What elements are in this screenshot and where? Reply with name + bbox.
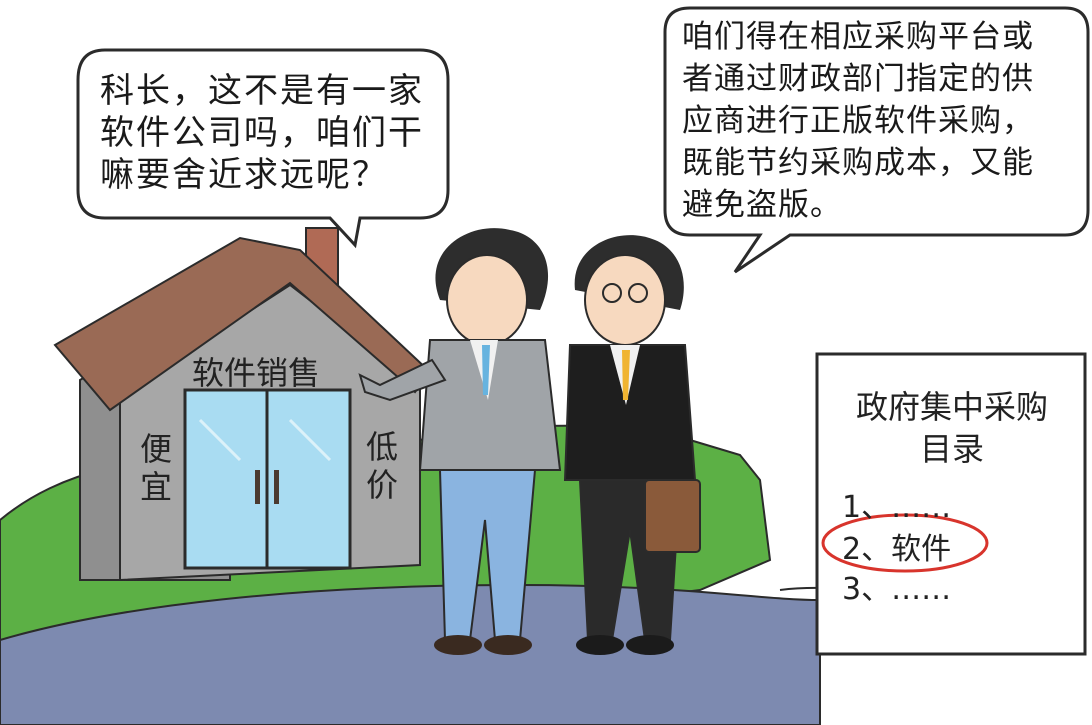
staff-man (358, 228, 562, 655)
left-speech-line-1: 科长，这不是有一家 (100, 71, 424, 111)
catalog-item-text: …… (891, 490, 952, 525)
left-banner-char-2: 宜 (139, 468, 172, 506)
right-speech-text: 咱们得在相应采购平台或 者通过财政部门指定的供 应商进行正版软件采购， 既能节约… (682, 16, 1034, 226)
catalog-title-line-1: 政府集中采购 (855, 388, 1048, 426)
catalog-item-number: 2、 (842, 532, 892, 567)
right-speech-line-5: 避免盗版。 (682, 187, 842, 223)
left-banner-cheap: 便 宜 (136, 430, 176, 506)
catalog-item-number: 3、 (842, 572, 892, 607)
right-speech-line-3: 应商进行正版软件采购， (682, 103, 1034, 139)
left-banner-char-1: 便 (139, 430, 172, 468)
right-banner-low-price: 低 价 (362, 428, 402, 504)
catalog-item-3: 3、…… (842, 564, 951, 608)
right-speech-bubble-shape (663, 6, 1090, 274)
shop-sign: 软件销售 (192, 354, 321, 392)
catalog-item-text: …… (891, 572, 952, 607)
right-banner-char-1: 低 (365, 428, 398, 466)
catalog-item-2: 2、软件 (842, 524, 951, 568)
section-chief-man (563, 235, 701, 655)
right-speech-line-1: 咱们得在相应采购平台或 (682, 19, 1034, 55)
catalog-item-1: 1、…… (842, 482, 951, 526)
catalog-board (815, 352, 1087, 656)
catalog-item-number: 1、 (842, 490, 892, 525)
left-speech-line-3: 嘛要舍近求远呢？ (100, 155, 388, 195)
software-shop-house (53, 227, 432, 582)
left-speech-line-2: 软件公司吗，咱们干 (100, 113, 424, 153)
staff-face (446, 254, 528, 346)
software-highlight-circle (821, 513, 989, 573)
catalog-title-line-2: 目录 (919, 430, 984, 468)
right-speech-line-2: 者通过财政部门指定的供 (682, 61, 1034, 97)
briefcase (644, 479, 701, 553)
catalog-item-text: 软件 (891, 532, 952, 567)
right-banner-char-2: 价 (365, 466, 398, 504)
right-speech-line-4: 既能节约采购成本，又能 (682, 145, 1034, 181)
left-speech-bubble-shape (76, 48, 450, 249)
chief-face (584, 254, 666, 346)
procurement-catalog: 政府集中采购 目录 1、…… 2、软件 3、…… (817, 354, 1087, 654)
left-speech-text: 科长，这不是有一家 软件公司吗，咱们干 嘛要舍近求远呢？ (100, 70, 424, 196)
catalog-title: 政府集中采购 目录 (817, 386, 1087, 470)
